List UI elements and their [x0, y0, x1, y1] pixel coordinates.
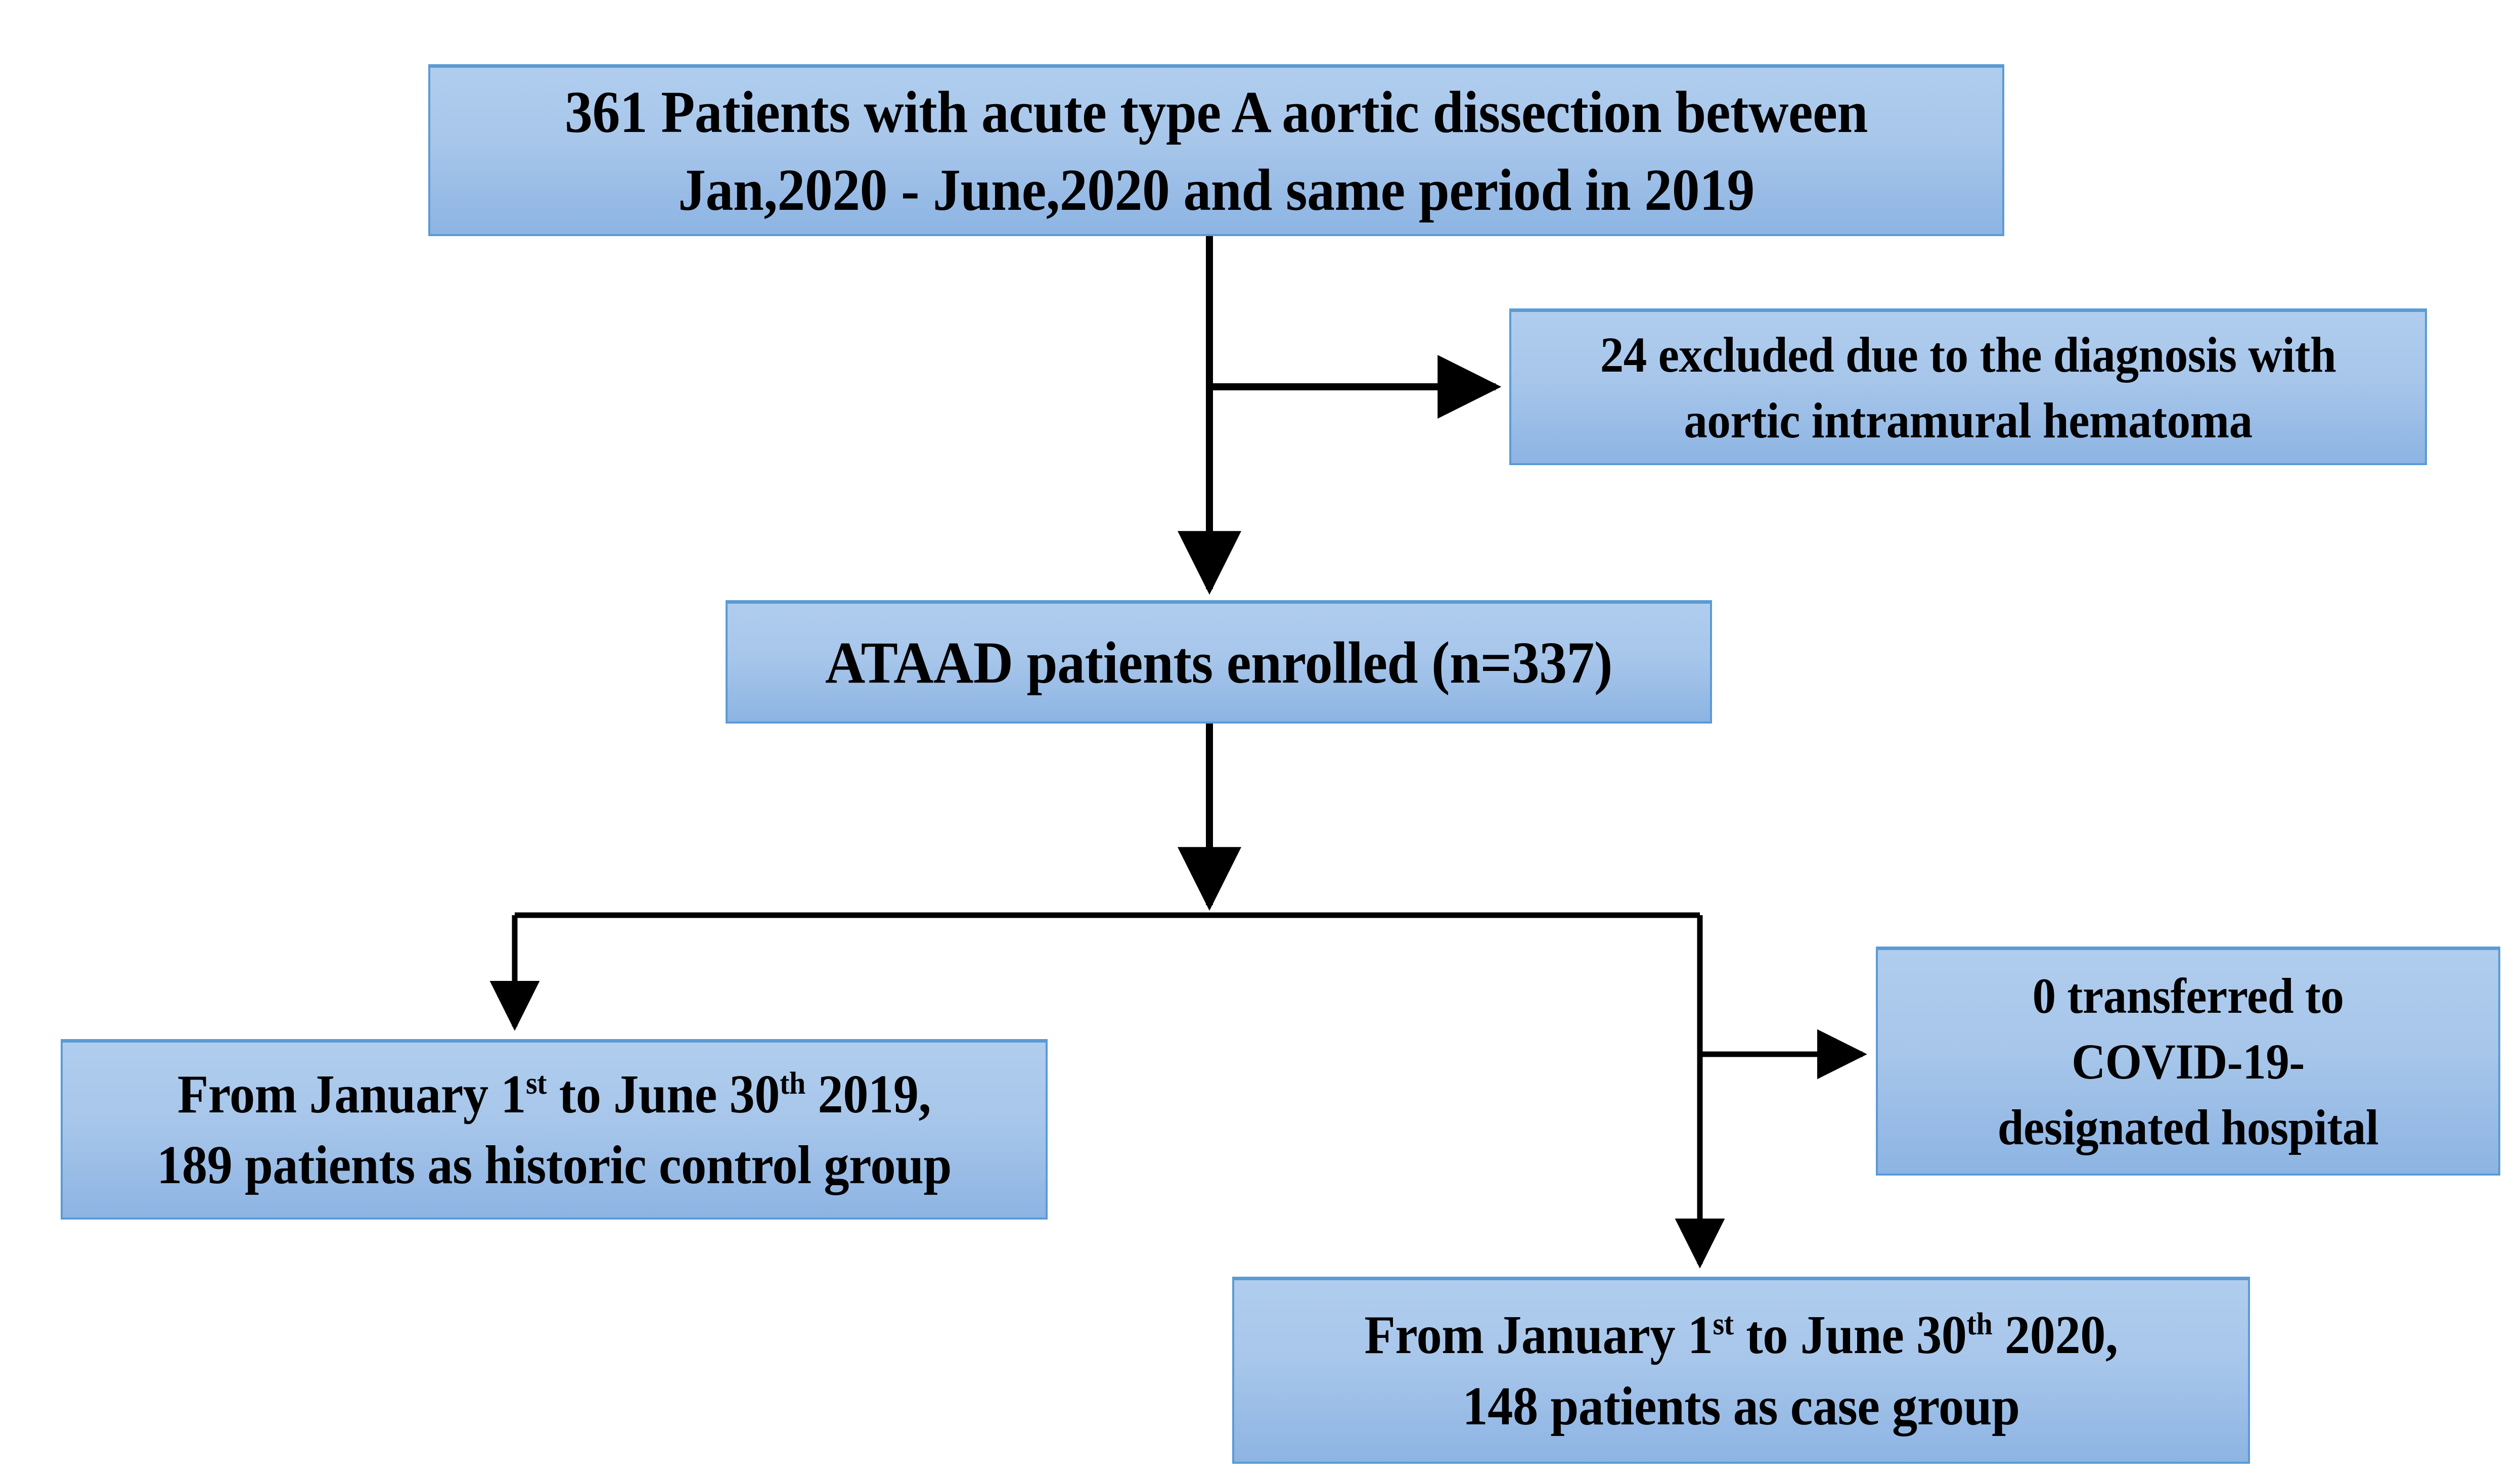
node-cohort-line2: Jan,2020 - June,2020 and same period in …: [678, 156, 1755, 223]
node-case-2020-line1-mid: to June 30: [1733, 1305, 1967, 1366]
node-control-2019-line1-post: 2019,: [805, 1064, 931, 1125]
node-ataad-enrolled: ATAAD patients enrolled (n=337): [726, 600, 1712, 724]
node-excluded-line1: 24 excluded due to the diagnosis with: [1600, 326, 2336, 383]
node-control-2019-line1-mid: to June 30: [547, 1064, 780, 1125]
node-cohort-line1: 361 Patients with acute type A aortic di…: [565, 79, 1868, 146]
node-control-2019-line2: 189 patients as historic control group: [157, 1135, 952, 1195]
node-case-2020-line1-post: 2020,: [1992, 1305, 2118, 1366]
node-excluded-hematoma: 24 excluded due to the diagnosis with ao…: [1509, 308, 2427, 465]
node-cohort-text: 361 Patients with acute type A aortic di…: [498, 73, 1935, 229]
node-cohort-total: 361 Patients with acute type A aortic di…: [428, 64, 2004, 236]
node-case-2020-ordinal-st: st: [1713, 1306, 1734, 1342]
node-case-2020-ordinal-th: th: [1966, 1306, 1993, 1342]
node-excluded-text: 24 excluded due to the diagnosis with ao…: [1555, 322, 2380, 454]
node-covid-line2: COVID-19-: [2072, 1033, 2305, 1090]
node-control-2019-ordinal-st: st: [525, 1065, 547, 1101]
node-historic-control-2019: From January 1st to June 30th 2019, 189 …: [61, 1039, 1048, 1220]
node-control-2019-text: From January 1st to June 30th 2019, 189 …: [109, 1059, 999, 1201]
node-covid-line1: 0 transferred to: [2032, 968, 2344, 1024]
node-covid-text: 0 transferred to COVID-19- designated ho…: [1912, 963, 2464, 1160]
node-covid-transfer: 0 transferred to COVID-19- designated ho…: [1876, 947, 2500, 1176]
node-case-2020-line2: 148 patients as case group: [1462, 1376, 2020, 1436]
node-case-2020-line1-pre: From January 1: [1364, 1305, 1713, 1366]
node-control-2019-ordinal-th: th: [779, 1065, 805, 1101]
node-case-group-2020: From January 1st to June 30th 2020, 148 …: [1232, 1277, 2250, 1464]
node-enrolled-text: ATAAD patients enrolled (n=337): [825, 629, 1613, 696]
node-case-2020-text: From January 1st to June 30th 2020, 148 …: [1282, 1300, 2200, 1442]
node-excluded-line2: aortic intramural hematoma: [1684, 392, 2253, 448]
node-control-2019-line1-pre: From January 1: [177, 1064, 526, 1125]
node-covid-line3: designated hospital: [1997, 1099, 2379, 1155]
